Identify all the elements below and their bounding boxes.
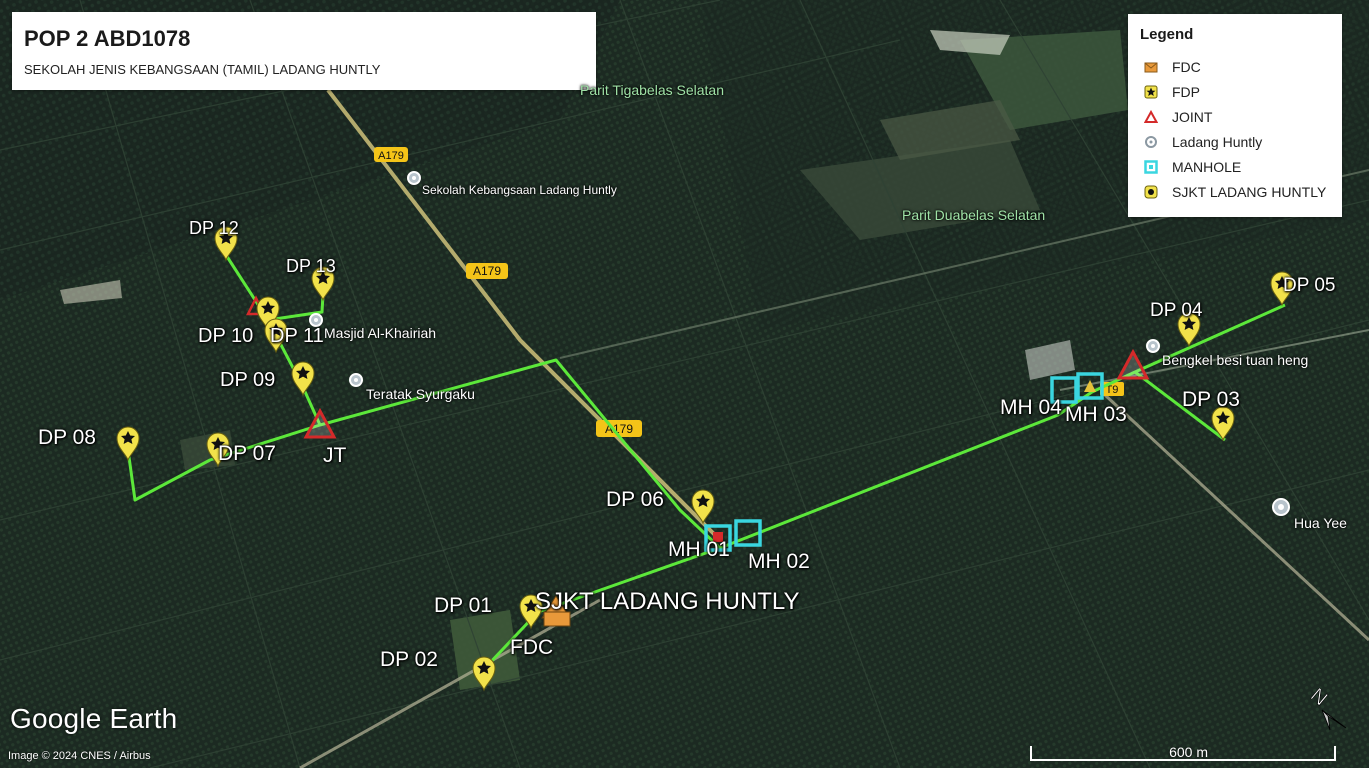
legend-item-joint[interactable]: JOINT [1143, 107, 1213, 127]
marker-label-dp06: DP 06 [606, 488, 664, 511]
place-label-parit-tigabelas: Parit Tigabelas Selatan [580, 82, 724, 98]
project-subtitle: SEKOLAH JENIS KEBANGSAAN (TAMIL) LADANG … [24, 62, 381, 77]
place-circle-icon[interactable] [407, 171, 421, 185]
svg-text:A179: A179 [378, 150, 404, 162]
manhole-square-icon[interactable] [704, 524, 732, 552]
marker-label-mh03: MH 03 [1065, 403, 1127, 426]
manhole-square-icon[interactable] [1050, 376, 1078, 404]
legend-label: Ladang Huntly [1172, 134, 1263, 150]
project-title: POP 2 ABD1078 [24, 26, 191, 51]
place-circle-icon[interactable] [1272, 498, 1290, 516]
manhole-square-icon[interactable] [1076, 372, 1104, 400]
svg-text:T9: T9 [1106, 384, 1119, 396]
place-circle-icon[interactable] [309, 313, 323, 327]
legend-item-manhole[interactable]: MANHOLE [1144, 157, 1241, 177]
school-dot-icon [1144, 185, 1158, 199]
marker-label-dp12: DP 12 [189, 218, 239, 238]
legend-item-fdp[interactable]: FDP [1144, 82, 1200, 102]
legend-item-ladang-huntly[interactable]: Ladang Huntly [1144, 132, 1262, 152]
legend-label: FDC [1172, 59, 1201, 75]
marker-label-mh01: MH 01 [668, 538, 730, 561]
scale-label: 600 m [1169, 744, 1208, 760]
marker-label-dp01: DP 01 [434, 594, 492, 617]
road-shield-a179: A179 [374, 147, 408, 162]
marker-label-dp11: DP 11 [270, 325, 324, 347]
place-label-masjid: Masjid Al-Khairiah [324, 325, 437, 341]
svg-text:A179: A179 [473, 264, 501, 278]
marker-label-dp09: DP 09 [220, 369, 276, 391]
marker-label-dp10: DP 10 [198, 325, 254, 347]
legend-label: SJKT LADANG HUNTLY [1172, 184, 1327, 200]
manhole-square-icon[interactable] [734, 519, 762, 547]
legend-title: Legend [1140, 26, 1194, 43]
marker-label-jt: JT [323, 444, 347, 467]
legend-label: JOINT [1172, 109, 1213, 125]
marker-label-dp07: DP 07 [218, 442, 276, 465]
fdp-star-icon [1144, 85, 1158, 99]
place-circle-icon[interactable] [349, 373, 363, 387]
marker-label-dp03: DP 03 [1182, 388, 1240, 411]
marker-label-fdc: FDC [510, 636, 554, 659]
fdc-envelope-icon [1144, 60, 1158, 74]
legend-label: MANHOLE [1172, 159, 1242, 175]
svg-text:N: N [1306, 684, 1331, 710]
marker-label-sjkt: SJKT LADANG HUNTLY [535, 588, 800, 615]
place-circle-icon[interactable] [1146, 339, 1160, 353]
compass-north-icon[interactable]: N [1300, 682, 1350, 732]
legend-item-sjkt[interactable]: SJKT LADANG HUNTLY [1144, 182, 1326, 202]
scale-bar: 600 m [1030, 744, 1336, 762]
imagery-credit: Image © 2024 CNES / Airbus [8, 750, 151, 762]
marker-label-mh04: MH 04 [1000, 396, 1062, 419]
place-label-school: Sekolah Kebangsaan Ladang Huntly [422, 183, 617, 197]
place-label-teratak: Teratak Syurgaku [366, 386, 475, 402]
legend-panel: Legend FDC FDP JOINT Ladang Huntly MANHO… [1128, 14, 1342, 217]
marker-label-dp13: DP 13 [286, 256, 336, 276]
marker-label-dp05: DP 05 [1283, 275, 1336, 296]
marker-label-dp04: DP 04 [1150, 300, 1203, 321]
place-label-hua-yee: Hua Yee [1294, 515, 1347, 531]
marker-label-dp02: DP 02 [380, 648, 438, 671]
legend-item-fdc[interactable]: FDC [1144, 57, 1201, 77]
place-label-bengkel: Bengkel besi tuan heng [1162, 352, 1309, 368]
marker-label-dp08: DP 08 [38, 426, 96, 449]
joint-triangle-icon [1143, 109, 1159, 124]
manhole-square-icon [1144, 160, 1158, 174]
title-card: POP 2 ABD1078 SEKOLAH JENIS KEBANGSAAN (… [12, 12, 596, 90]
marker-label-mh02: MH 02 [748, 550, 810, 573]
fdc-envelope-icon[interactable] [541, 595, 571, 627]
google-earth-logo: Google Earth [10, 703, 178, 734]
road-shield-a179: A179 [466, 263, 508, 279]
place-label-parit-duabelas: Parit Duabelas Selatan [902, 207, 1046, 223]
place-circle-icon [1144, 135, 1158, 149]
legend-label: FDP [1172, 84, 1200, 100]
